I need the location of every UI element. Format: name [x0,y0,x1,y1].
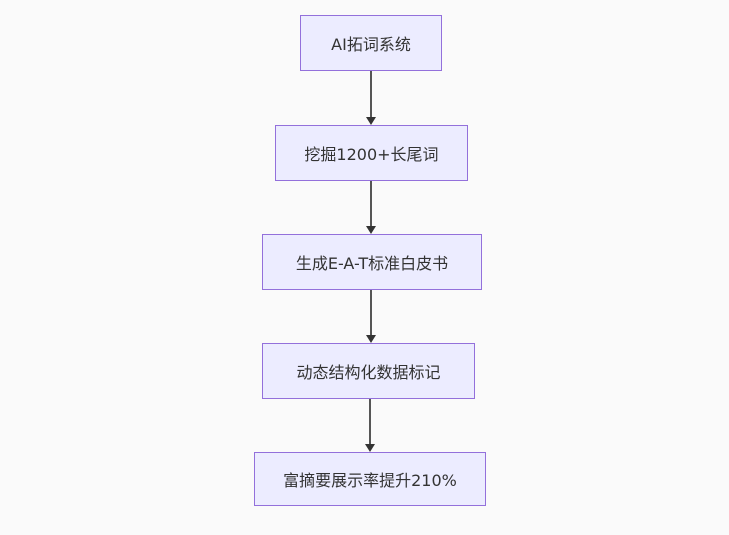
node-label: 动态结构化数据标记 [296,363,441,382]
flow-node-dynamic-structured-data-markup: 动态结构化数据标记 [262,343,475,399]
arrowhead-down-icon [366,335,376,343]
flow-edge-3 [366,290,376,343]
flow-edge-2 [366,181,376,234]
arrowhead-down-icon [366,226,376,234]
edge-line [370,71,372,118]
arrowhead-down-icon [365,444,375,452]
flow-node-ai-word-expansion-system: AI拓词系统 [300,15,442,71]
arrowhead-down-icon [366,117,376,125]
flow-node-generate-eat-whitepaper: 生成E-A-T标准白皮书 [262,234,482,290]
flow-edge-1 [366,71,376,125]
edge-line [370,290,372,336]
edge-line [369,399,371,445]
flow-edge-4 [365,399,375,452]
node-label: AI拓词系统 [331,35,411,54]
node-label: 挖掘1200+长尾词 [304,145,439,164]
node-label: 生成E-A-T标准白皮书 [295,254,449,273]
flow-node-mine-longtail-keywords: 挖掘1200+长尾词 [275,125,468,181]
node-label: 富摘要展示率提升210% [283,471,457,490]
edge-line [370,181,372,227]
flow-node-rich-snippet-rate-increase: 富摘要展示率提升210% [254,452,486,506]
